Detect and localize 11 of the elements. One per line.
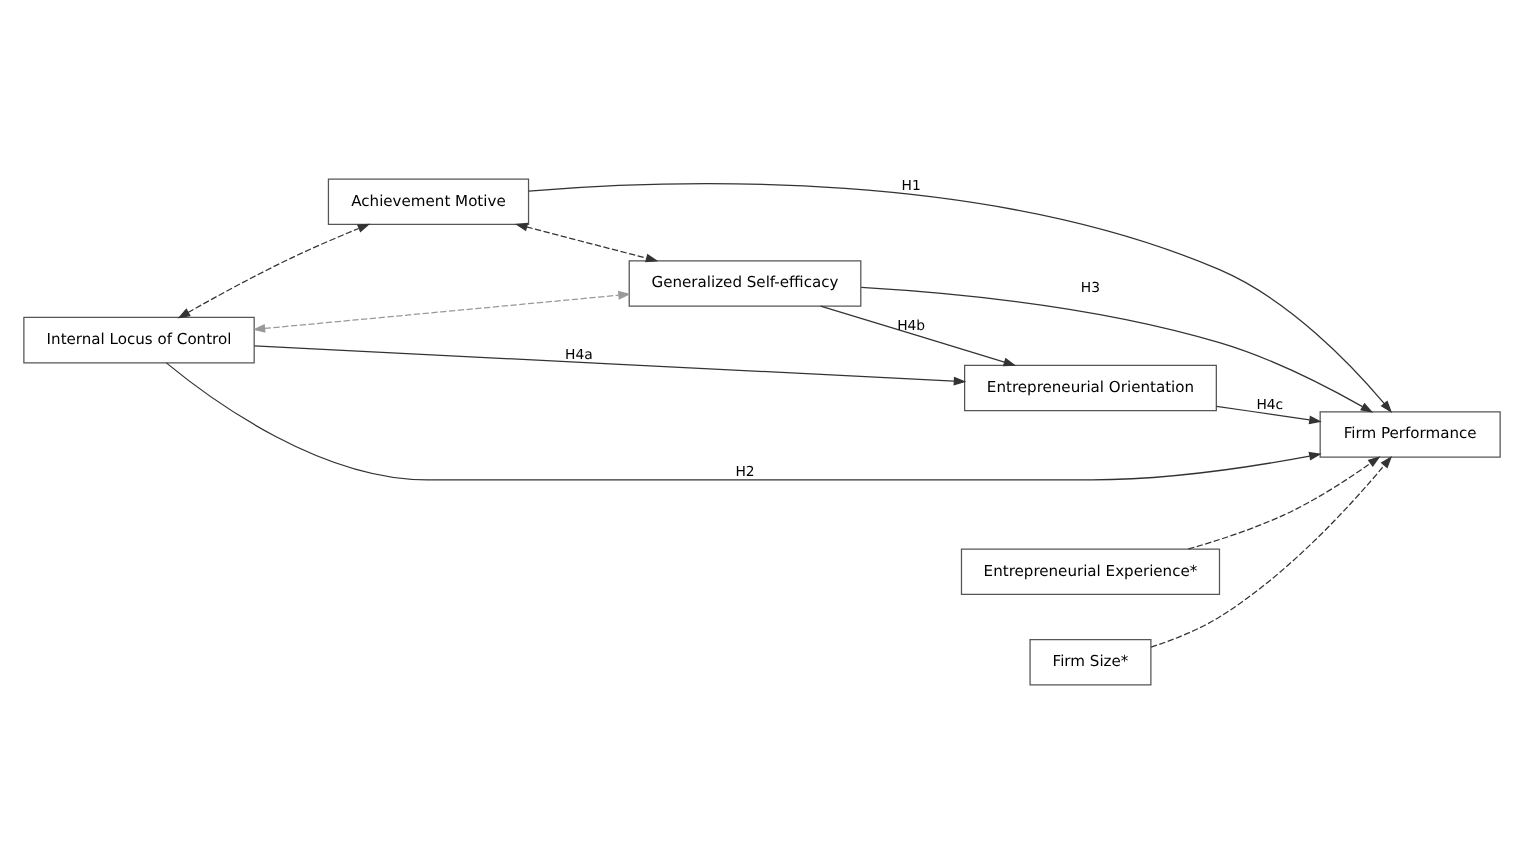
arrow xyxy=(165,361,1322,480)
arrow xyxy=(252,289,631,332)
arrow xyxy=(820,304,1017,366)
arrow xyxy=(1187,455,1381,549)
arrow xyxy=(514,221,659,262)
arrow xyxy=(528,182,1393,412)
arrow xyxy=(177,222,371,318)
arrow xyxy=(253,344,967,385)
arrow xyxy=(1216,404,1322,424)
arrow xyxy=(1150,454,1393,647)
arrow xyxy=(860,285,1374,412)
